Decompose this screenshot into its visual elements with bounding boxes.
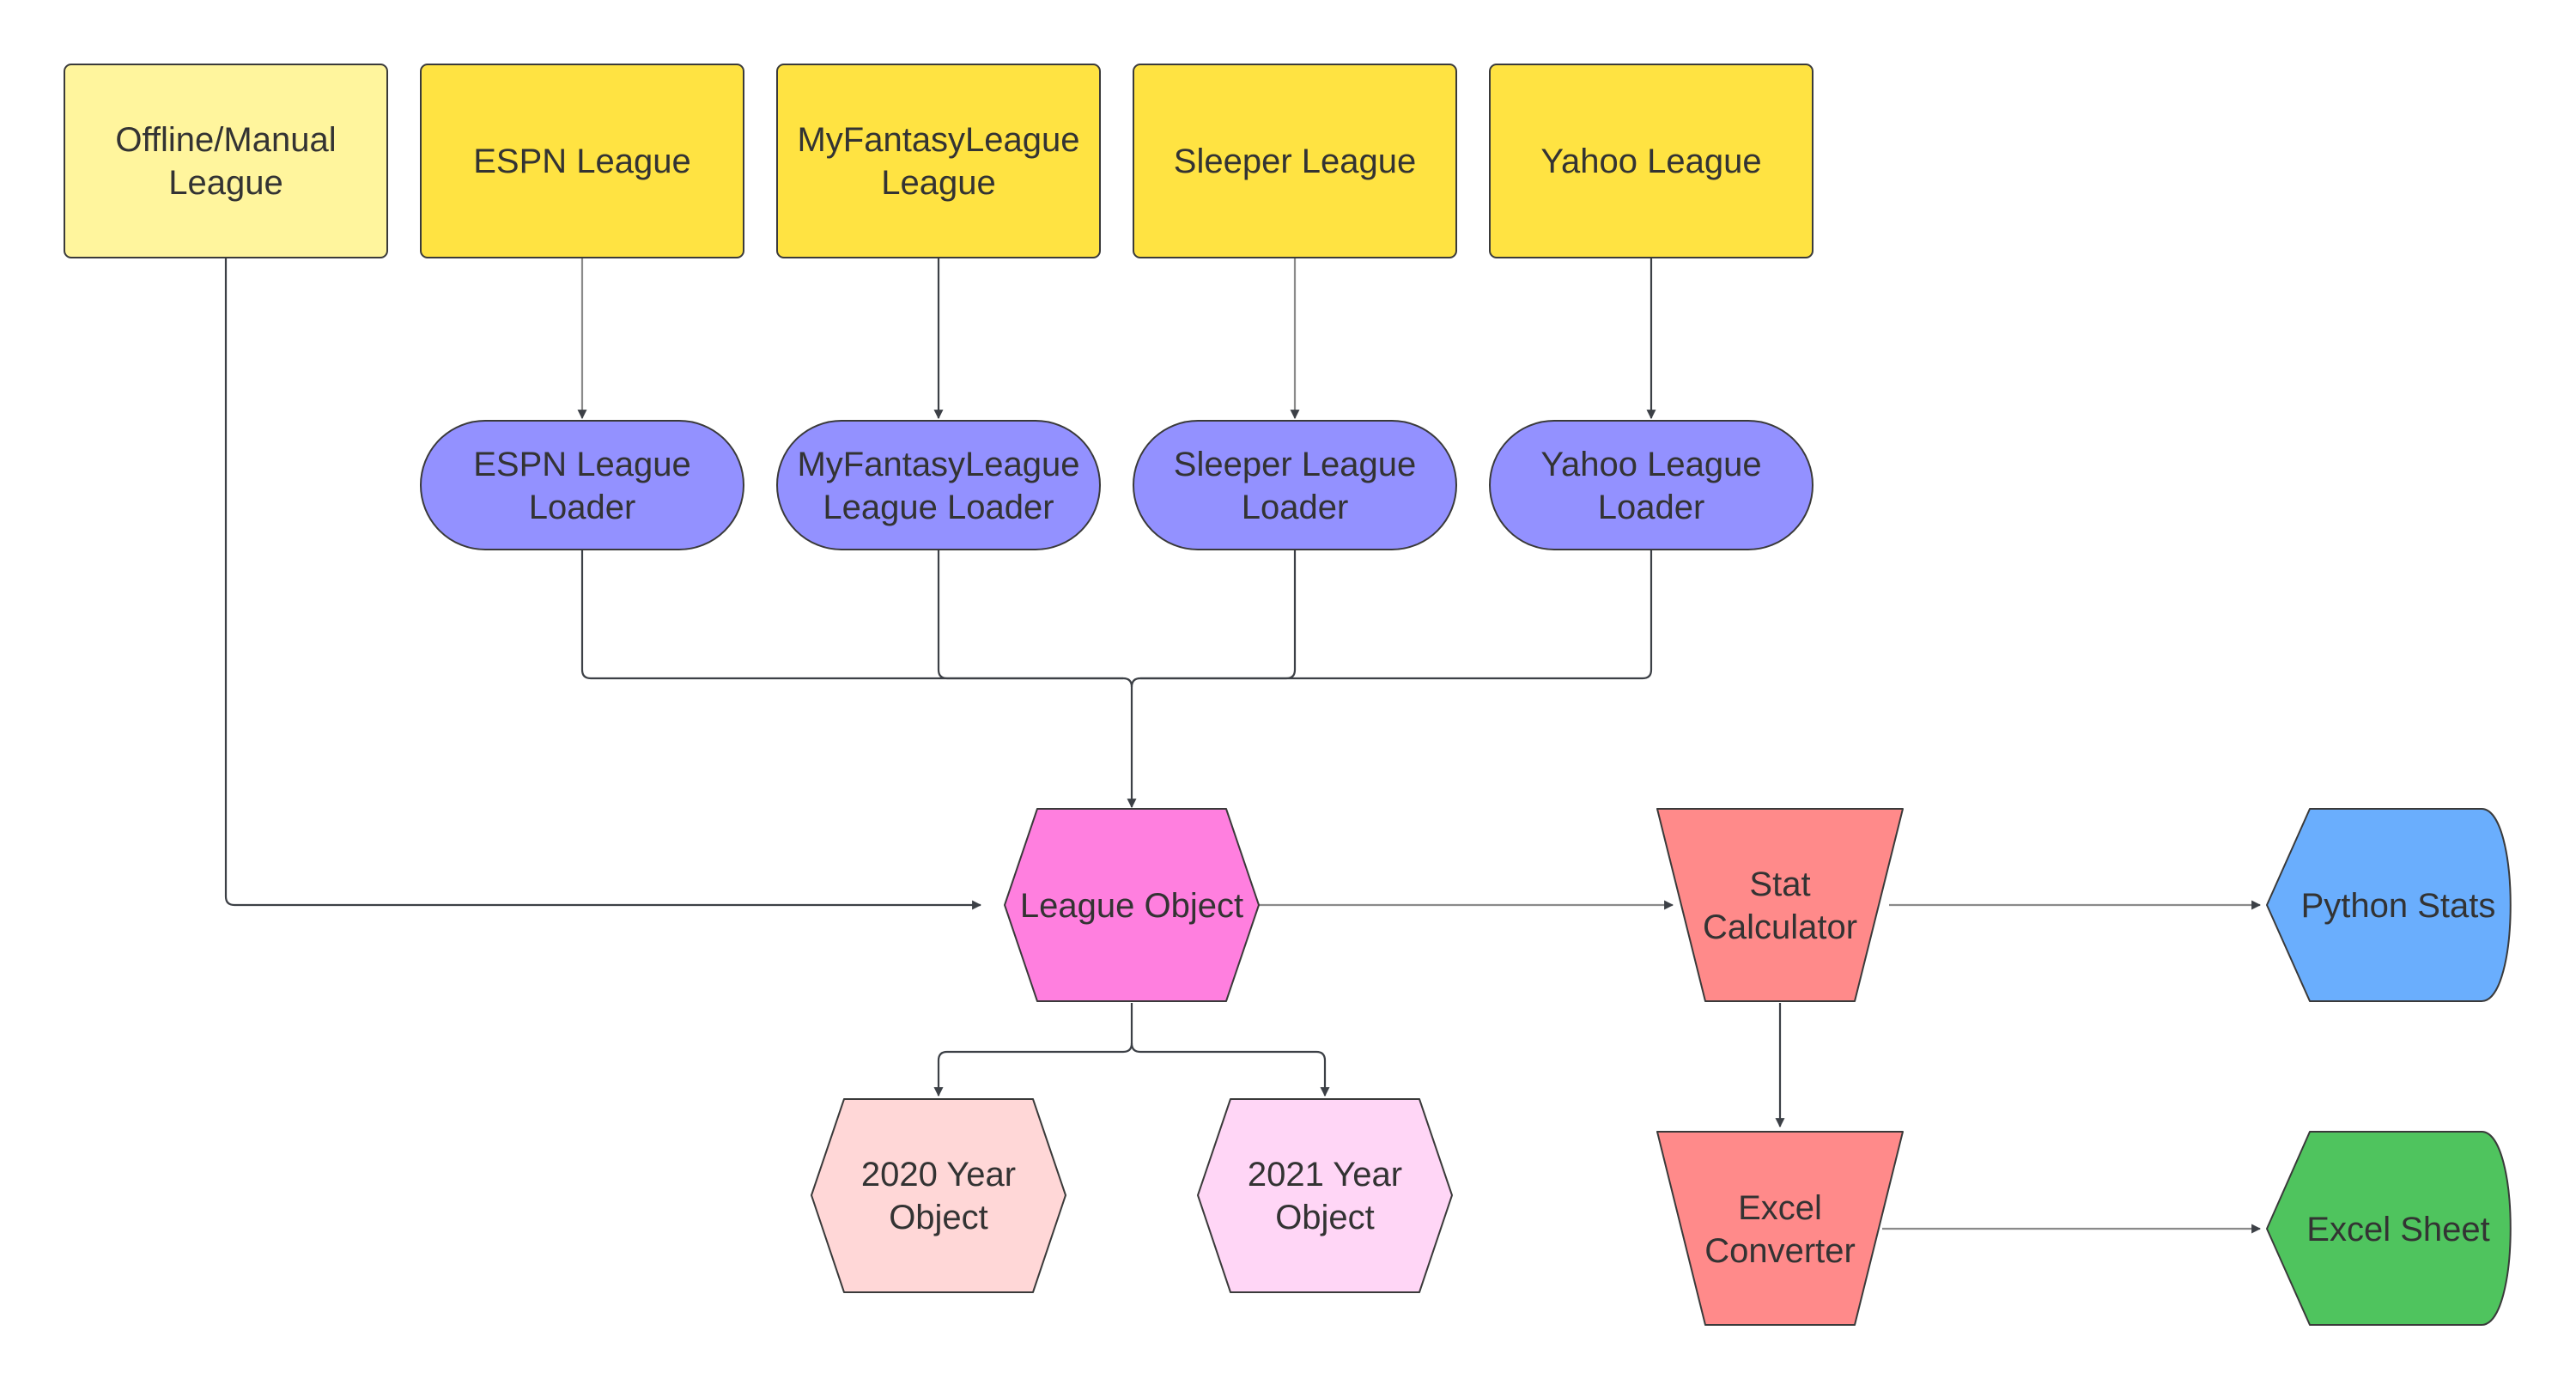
yahoo-loader-box <box>1489 420 1814 550</box>
node-label-line: MyFantasyLeague <box>797 121 1079 159</box>
mfl-loader-box <box>776 420 1101 550</box>
node-label-line: Stat <box>1749 866 1810 903</box>
node-label-line: League Object <box>1020 887 1243 925</box>
node-label-line: MyFantasyLeague <box>797 446 1079 483</box>
node-label-line: League <box>881 164 995 202</box>
node-label-line: Loader <box>529 489 636 526</box>
sleeper-league-node[interactable]: Sleeper League <box>1133 64 1457 258</box>
yahoo-league-label: Yahoo League <box>1540 143 1761 180</box>
python-stats-display <box>2266 808 2512 1002</box>
node-label-line: Yahoo League <box>1540 446 1761 483</box>
node-label-line: Loader <box>1242 489 1349 526</box>
node-label-line: ESPN League <box>473 446 691 483</box>
node-label-line: 2020 Year <box>861 1156 1016 1194</box>
excel-sheet-node[interactable]: Excel Sheet <box>2266 1131 2512 1326</box>
node-label-line: Object <box>889 1199 988 1236</box>
sleeper-league-box <box>1133 64 1457 258</box>
python-stats-node[interactable]: Python Stats <box>2266 808 2512 1002</box>
mfl-league-box <box>776 64 1101 258</box>
node-label-line: League <box>168 164 283 202</box>
node-label-line: Loader <box>1598 489 1705 526</box>
node-label-line: Excel <box>1738 1189 1822 1227</box>
node-label-line: Yahoo League <box>1540 143 1761 180</box>
edges-group <box>224 258 2262 1234</box>
node-label-line: Converter <box>1704 1232 1856 1270</box>
node-label-line: Sleeper League <box>1174 143 1416 180</box>
node-label-line: League Loader <box>823 489 1054 526</box>
edge-offline-to-league-object <box>224 258 982 910</box>
python-stats-label: Python Stats <box>2301 887 2496 925</box>
edge-league-object-to-2021 <box>1130 1042 1330 1097</box>
node-label-line: Offline/Manual <box>115 121 336 159</box>
offline-league-box <box>64 64 388 258</box>
sleeper-league-label: Sleeper League <box>1174 143 1416 180</box>
league-object-node[interactable]: League Object <box>1004 808 1260 1002</box>
node-label-line: ESPN League <box>473 143 691 180</box>
node-label-line: Sleeper League <box>1174 446 1416 483</box>
league-object-hexagon <box>1004 808 1260 1002</box>
edge-league-object-to-2020 <box>933 1003 1133 1097</box>
stat-calculator-trapezoid <box>1656 808 1904 1002</box>
edge-yahoo-loader-to-league-object <box>1130 550 1653 688</box>
excel-sheet-label: Excel Sheet <box>2306 1211 2489 1248</box>
node-label-line: 2021 Year <box>1248 1156 1402 1194</box>
node-label-line: Python Stats <box>2301 887 2496 925</box>
yahoo-league-box <box>1489 64 1814 258</box>
espn-league-box <box>420 64 744 258</box>
node-label-line: Object <box>1275 1199 1375 1236</box>
edge-sleeper-loader-to-league-object <box>1140 550 1297 680</box>
excel-sheet-display <box>2266 1131 2512 1326</box>
node-label-line: Excel Sheet <box>2306 1211 2489 1248</box>
sleeper-loader-box <box>1133 420 1457 550</box>
yahoo-league-node[interactable]: Yahoo League <box>1489 64 1814 258</box>
espn-league-node[interactable]: ESPN League <box>420 64 744 258</box>
year-2020-hexagon <box>811 1098 1066 1293</box>
year-2021-hexagon <box>1197 1098 1453 1293</box>
espn-loader-box <box>420 420 744 550</box>
espn-league-label: ESPN League <box>473 143 691 180</box>
edge-mfl-loader-to-league-object <box>937 550 1123 680</box>
league-object-label: League Object <box>1020 887 1243 925</box>
excel-converter-trapezoid <box>1656 1131 1904 1326</box>
node-label-line: Calculator <box>1703 908 1857 946</box>
